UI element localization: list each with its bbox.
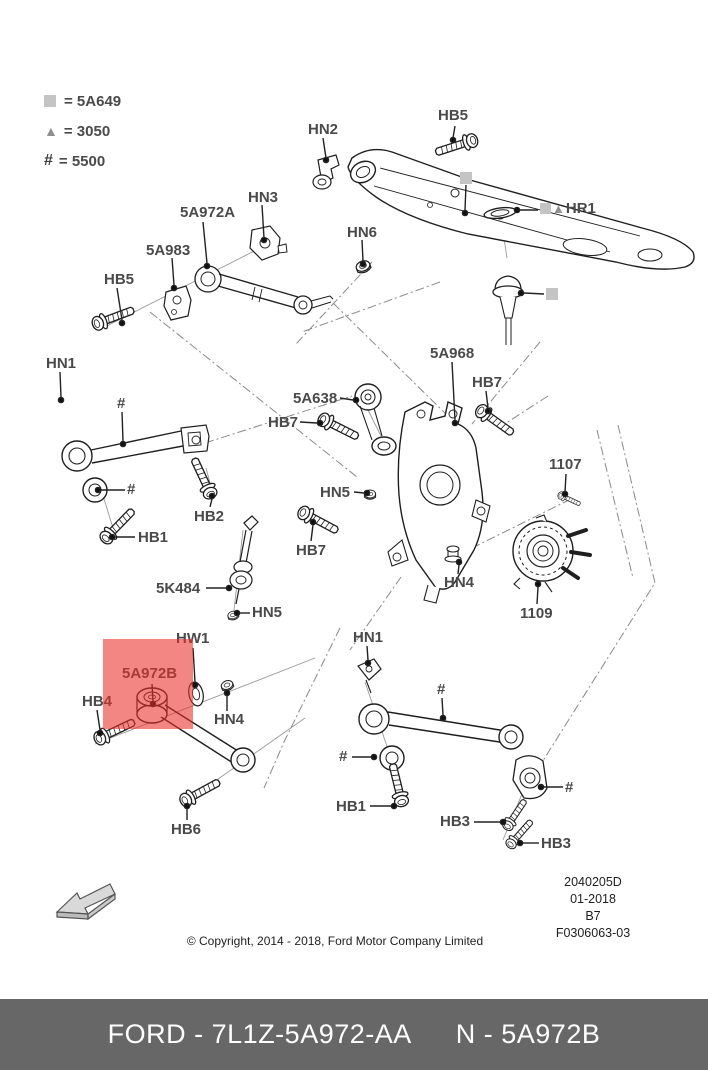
part-hn2-retainer xyxy=(312,154,340,190)
square-marker-icon xyxy=(44,95,56,107)
part-hb7-bolt-right xyxy=(471,400,518,441)
oem-part-number: FORD - 7L1Z-5A972-AA xyxy=(107,1019,412,1049)
leader-lines xyxy=(57,125,569,847)
part-hb5-top-bolt xyxy=(432,130,481,161)
part-upper-left-arm xyxy=(61,424,210,503)
part-marker-5a649 xyxy=(546,288,558,300)
part-hb7-bolt-lower xyxy=(294,502,342,539)
legend-row-5a649: = 5A649 xyxy=(44,86,121,116)
part-ball-joint xyxy=(492,275,524,345)
drawing-file-id: F0306063-03 xyxy=(555,926,631,940)
part-1107-stud xyxy=(556,489,583,509)
legend-label: = 3050 xyxy=(63,122,111,140)
projection-lines xyxy=(149,261,656,789)
part-marker-5a649 xyxy=(460,172,472,184)
drawing-date: 01-2018 xyxy=(570,892,616,906)
part-toe-link-5a972a xyxy=(194,265,334,315)
legend-label: = 5500 xyxy=(58,152,106,170)
direction-arrow-icon xyxy=(55,883,116,921)
part-hb1-left-bolt xyxy=(96,504,140,548)
part-hub-1109 xyxy=(512,514,592,593)
triangle-marker-icon: ▲ xyxy=(44,123,58,139)
drawing-number: 2040205D xyxy=(564,875,622,889)
part-5k484-link xyxy=(229,515,259,605)
legend-row-3050: ▲ = 3050 xyxy=(44,116,121,146)
part-hn3-bracket xyxy=(249,225,288,261)
hash-marker-icon: # xyxy=(44,152,53,169)
drawing-info-block: 2040205D 01-2018 B7 F0306063-03 xyxy=(528,874,658,942)
base-part-number: N - 5A972B xyxy=(455,1019,601,1049)
part-knuckle-5a968 xyxy=(354,383,491,604)
part-lower-right-arm xyxy=(357,658,548,800)
part-5a983-bracket xyxy=(163,285,192,321)
part-hb5-left-bolt xyxy=(89,301,137,334)
part-hb7-bolt-upper xyxy=(314,409,362,445)
legend-label: = 5A649 xyxy=(64,92,122,110)
drawing-rev: B7 xyxy=(585,909,601,923)
copyright-notice: © Copyright, 2014 - 2018, Ford Motor Com… xyxy=(186,934,484,948)
legend-row-5500: # = 5500 xyxy=(44,146,121,176)
part-hb6-bolt xyxy=(176,774,224,811)
legend: = 5A649 ▲ = 3050 # = 5500 xyxy=(44,86,121,176)
part-number-bar: FORD - 7L1Z-5A972-AA N - 5A972B xyxy=(0,999,708,1070)
